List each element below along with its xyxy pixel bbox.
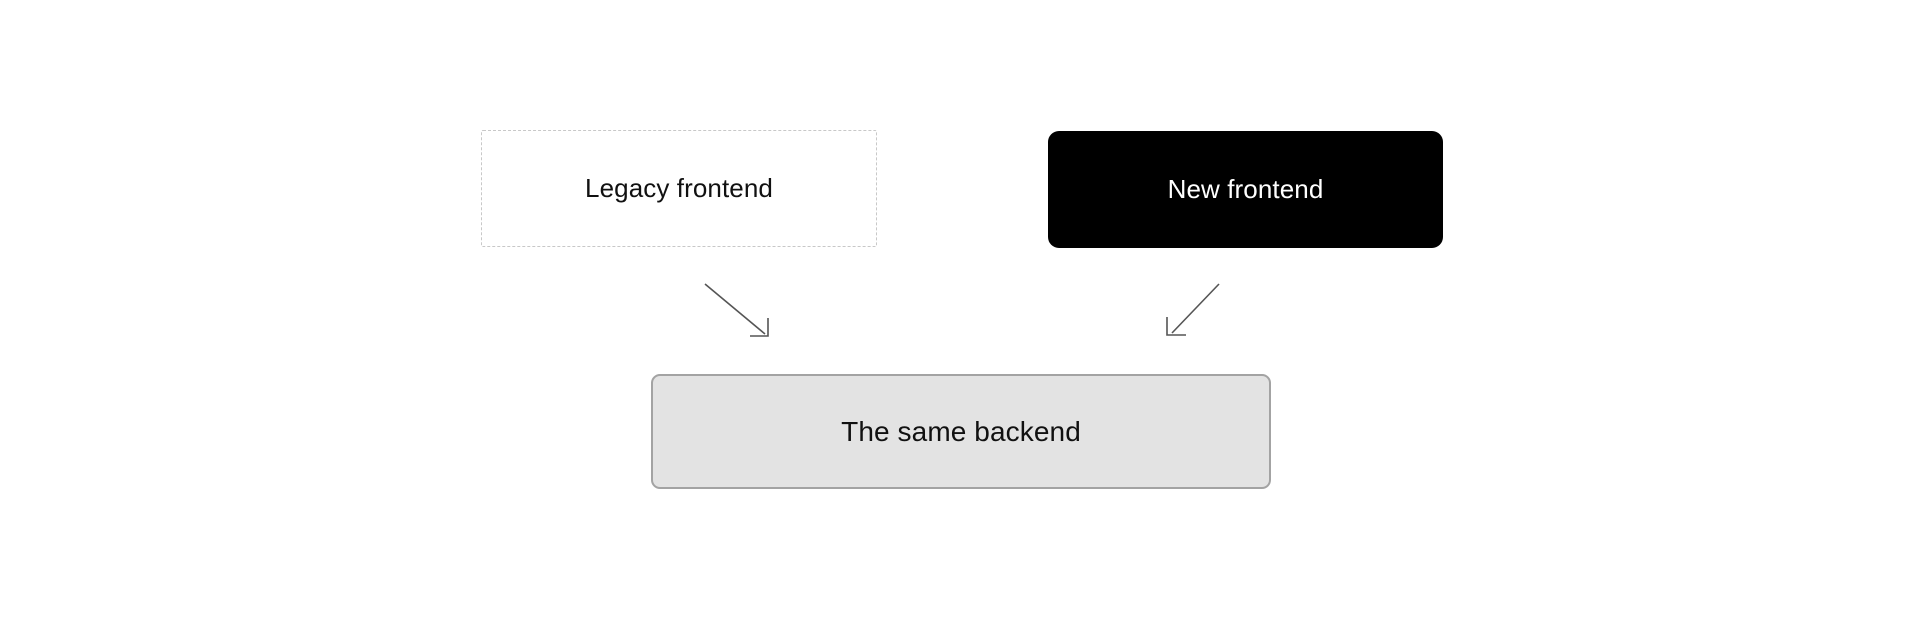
node-same-backend[interactable]: The same backend — [651, 374, 1271, 489]
node-legacy-frontend[interactable]: Legacy frontend — [481, 130, 877, 247]
arrowhead-down-right-icon — [750, 318, 769, 337]
node-same-backend-label: The same backend — [841, 415, 1081, 447]
node-legacy-frontend-label: Legacy frontend — [585, 172, 773, 203]
arrowhead-down-left-icon — [1166, 317, 1186, 336]
node-new-frontend[interactable]: New frontend — [1048, 131, 1443, 248]
node-new-frontend-label: New frontend — [1167, 173, 1324, 204]
edge-legacy-to-backend — [704, 283, 769, 337]
edge-new-to-backend — [1166, 283, 1220, 336]
